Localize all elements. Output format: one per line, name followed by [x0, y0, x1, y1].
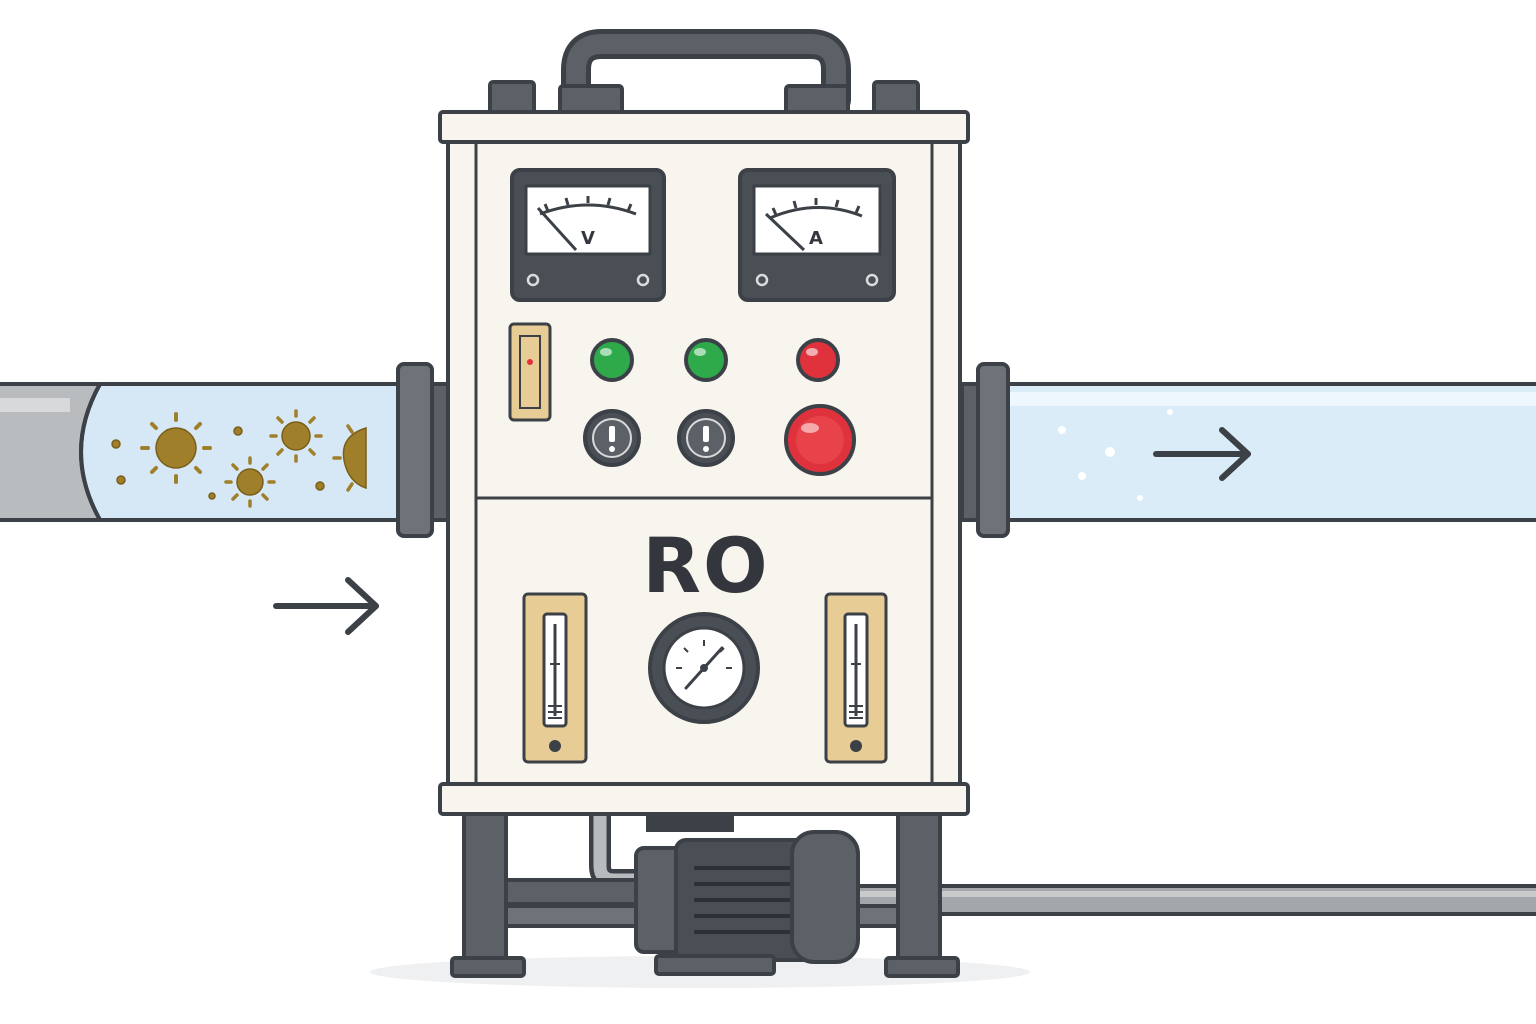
carry-handle	[488, 29, 920, 116]
emergency-stop-button[interactable]	[784, 404, 856, 476]
pump-motor	[634, 812, 860, 976]
level-gauge	[508, 322, 552, 422]
start-button-2[interactable]	[677, 409, 735, 467]
ammeter-needle	[764, 212, 806, 252]
flow-meter-right	[824, 592, 888, 764]
discharge-line	[838, 884, 1536, 916]
contaminant-icon	[140, 412, 212, 484]
unit-label: RO	[642, 521, 769, 610]
ammeter: A	[738, 168, 896, 302]
voltmeter-symbol: V	[581, 228, 595, 249]
contaminant-icon	[269, 409, 323, 463]
voltmeter-needle	[536, 206, 578, 252]
outlet-flange	[960, 362, 1010, 538]
flow-meter-left	[522, 592, 588, 764]
inlet-flange	[396, 362, 450, 538]
voltmeter: V	[510, 168, 666, 302]
right-arrow-icon	[1153, 427, 1251, 481]
indicator-light-1	[590, 338, 634, 382]
contaminant-icon	[224, 456, 276, 508]
outlet-pipe	[998, 382, 1536, 522]
contaminant-particles	[111, 409, 367, 508]
start-button-1[interactable]	[583, 409, 641, 467]
indicator-light-3	[796, 338, 840, 382]
indicator-light-2	[684, 338, 728, 382]
contaminant-icon	[332, 424, 367, 492]
ammeter-symbol: A	[809, 228, 823, 249]
right-arrow-icon	[273, 577, 379, 635]
pressure-gauge	[648, 612, 760, 724]
